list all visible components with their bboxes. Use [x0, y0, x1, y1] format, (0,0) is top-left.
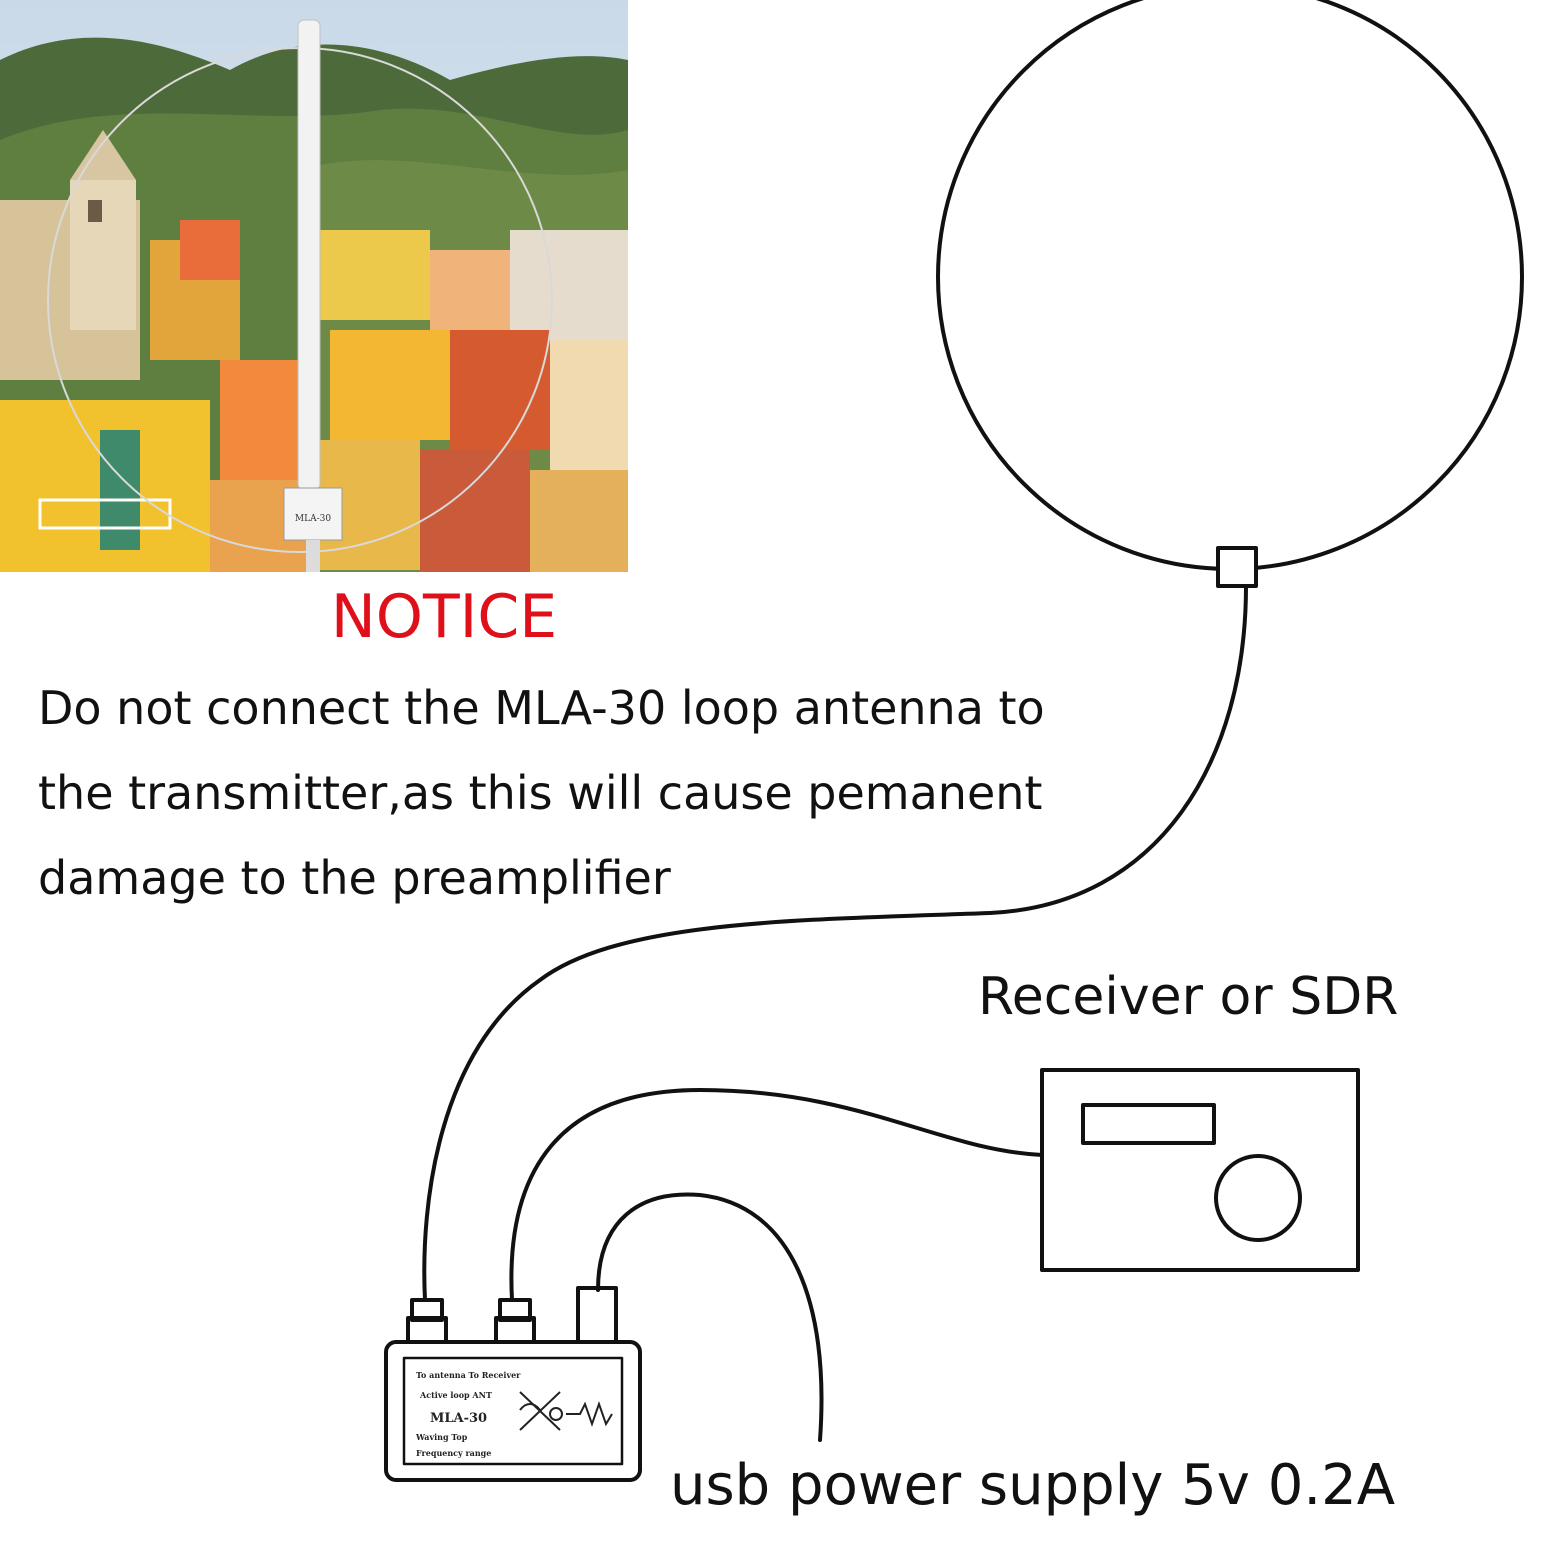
preamp-device	[384, 1340, 642, 1482]
receiver-cable	[509, 1088, 1044, 1302]
device-model-label: MLA-30	[430, 1411, 487, 1426]
preamp-circuit-icon	[519, 1391, 613, 1431]
connector-antenna	[406, 1298, 448, 1346]
receiver-knob	[1214, 1154, 1302, 1242]
landscape-photo: MLA-30	[0, 0, 628, 572]
power-supply-label: usb power supply 5v 0.2A	[670, 1453, 1396, 1518]
notice-line: the transmitter,as this will cause peman…	[38, 766, 1043, 820]
power-cable	[596, 1192, 824, 1442]
church-tower-icon	[70, 130, 136, 330]
antenna-box-label: MLA-30	[295, 514, 331, 524]
loop-feed-box	[1216, 546, 1258, 588]
receiver-label: Receiver or SDR	[978, 967, 1399, 1027]
connector-power	[576, 1286, 618, 1344]
loop-antenna-diagram	[936, 0, 1524, 571]
receiver-display	[1081, 1103, 1216, 1145]
notice-line: Do not connect the MLA-30 loop antenna t…	[38, 681, 1045, 735]
product-photo: MLA-30	[0, 0, 628, 572]
device-label-row: To antenna To Receiver	[416, 1370, 521, 1380]
connector-receiver	[494, 1298, 536, 1346]
loop-antenna-icon: MLA-30	[47, 19, 553, 572]
antenna-cable	[422, 584, 1248, 1302]
notice-title: NOTICE	[330, 582, 558, 652]
notice-line: damage to the preamplifier	[38, 851, 671, 905]
receiver-box	[1040, 1068, 1360, 1272]
device-label-row: Waving Top	[415, 1432, 468, 1442]
preamp-label-plate	[402, 1356, 624, 1466]
device-label-row: Active loop ANT	[419, 1390, 492, 1400]
device-label-row: Frequency range	[416, 1448, 491, 1458]
